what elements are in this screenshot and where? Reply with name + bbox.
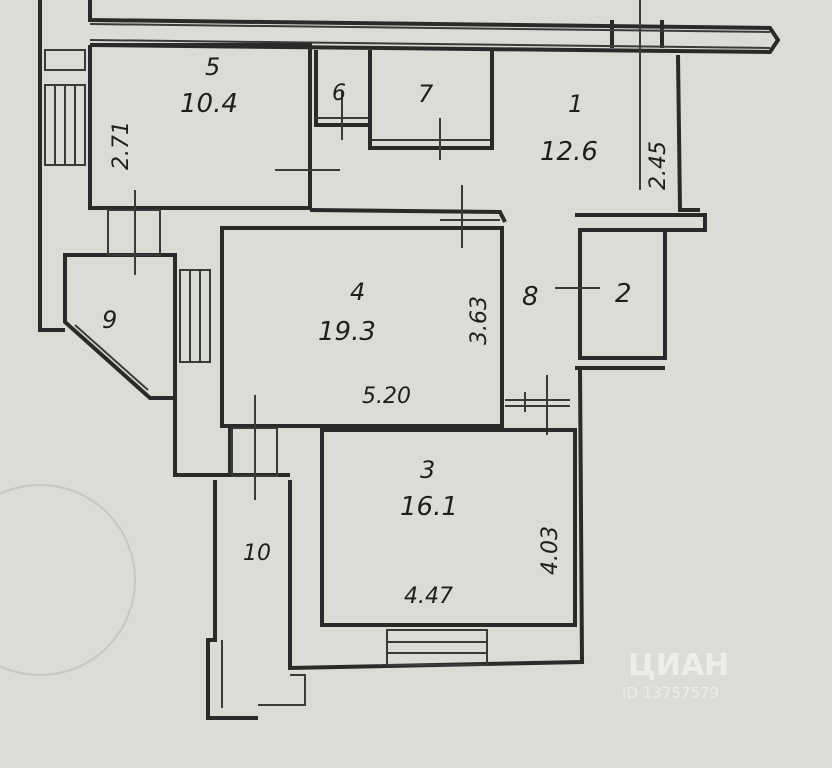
room-3-area: 16.1 — [400, 492, 458, 522]
room-3-dimension: 4.03 — [538, 526, 563, 575]
room-9-number: 9 — [102, 306, 117, 334]
room-3-walls — [288, 367, 585, 671]
room-1-number: 1 — [568, 90, 583, 118]
room-5-labels: 5 10.4 2.71 — [109, 53, 238, 170]
room-1-labels: 1 12.6 2.45 — [540, 90, 671, 190]
room-10-walls — [206, 395, 306, 720]
room-8-number: 8 — [522, 282, 539, 312]
room-4-walls — [220, 185, 570, 435]
room-9-walls — [63, 190, 230, 477]
room-6-7-walls — [275, 50, 494, 171]
room-5-dimension: 2.71 — [109, 121, 134, 170]
watermark-id: ID 13757579 — [622, 684, 719, 702]
room-3-labels: 3 16.1 4.03 4.47 — [400, 456, 563, 609]
room-3-width: 4.47 — [404, 584, 453, 609]
room-6-number: 6 — [332, 81, 346, 106]
room-4-number: 4 — [350, 278, 365, 306]
room-2-walls — [555, 228, 667, 370]
room-2-number: 2 — [615, 279, 632, 309]
room-5-number: 5 — [205, 53, 220, 81]
room-4-width: 5.20 — [362, 384, 411, 409]
outer-walls — [38, 0, 781, 332]
watermark-logo: ЦИАН — [628, 648, 729, 683]
room-1-dimension: 2.45 — [646, 141, 671, 190]
cian-watermark: ЦИАН ID 13757579 — [622, 648, 729, 702]
room-4-dimension: 3.63 — [467, 296, 492, 345]
room-3-number: 3 — [420, 456, 435, 484]
room-1-walls — [639, 0, 700, 212]
room-10-number: 10 — [243, 541, 271, 566]
room-5-walls — [90, 43, 312, 210]
room-7-number: 7 — [418, 80, 434, 108]
room-1-area: 12.6 — [540, 137, 598, 167]
room-4-area: 19.3 — [318, 317, 376, 347]
room-5-area: 10.4 — [180, 89, 238, 119]
hall-walls — [309, 208, 707, 360]
stamp-circle — [0, 484, 136, 676]
room-4-labels: 4 19.3 3.63 5.20 — [318, 278, 492, 409]
